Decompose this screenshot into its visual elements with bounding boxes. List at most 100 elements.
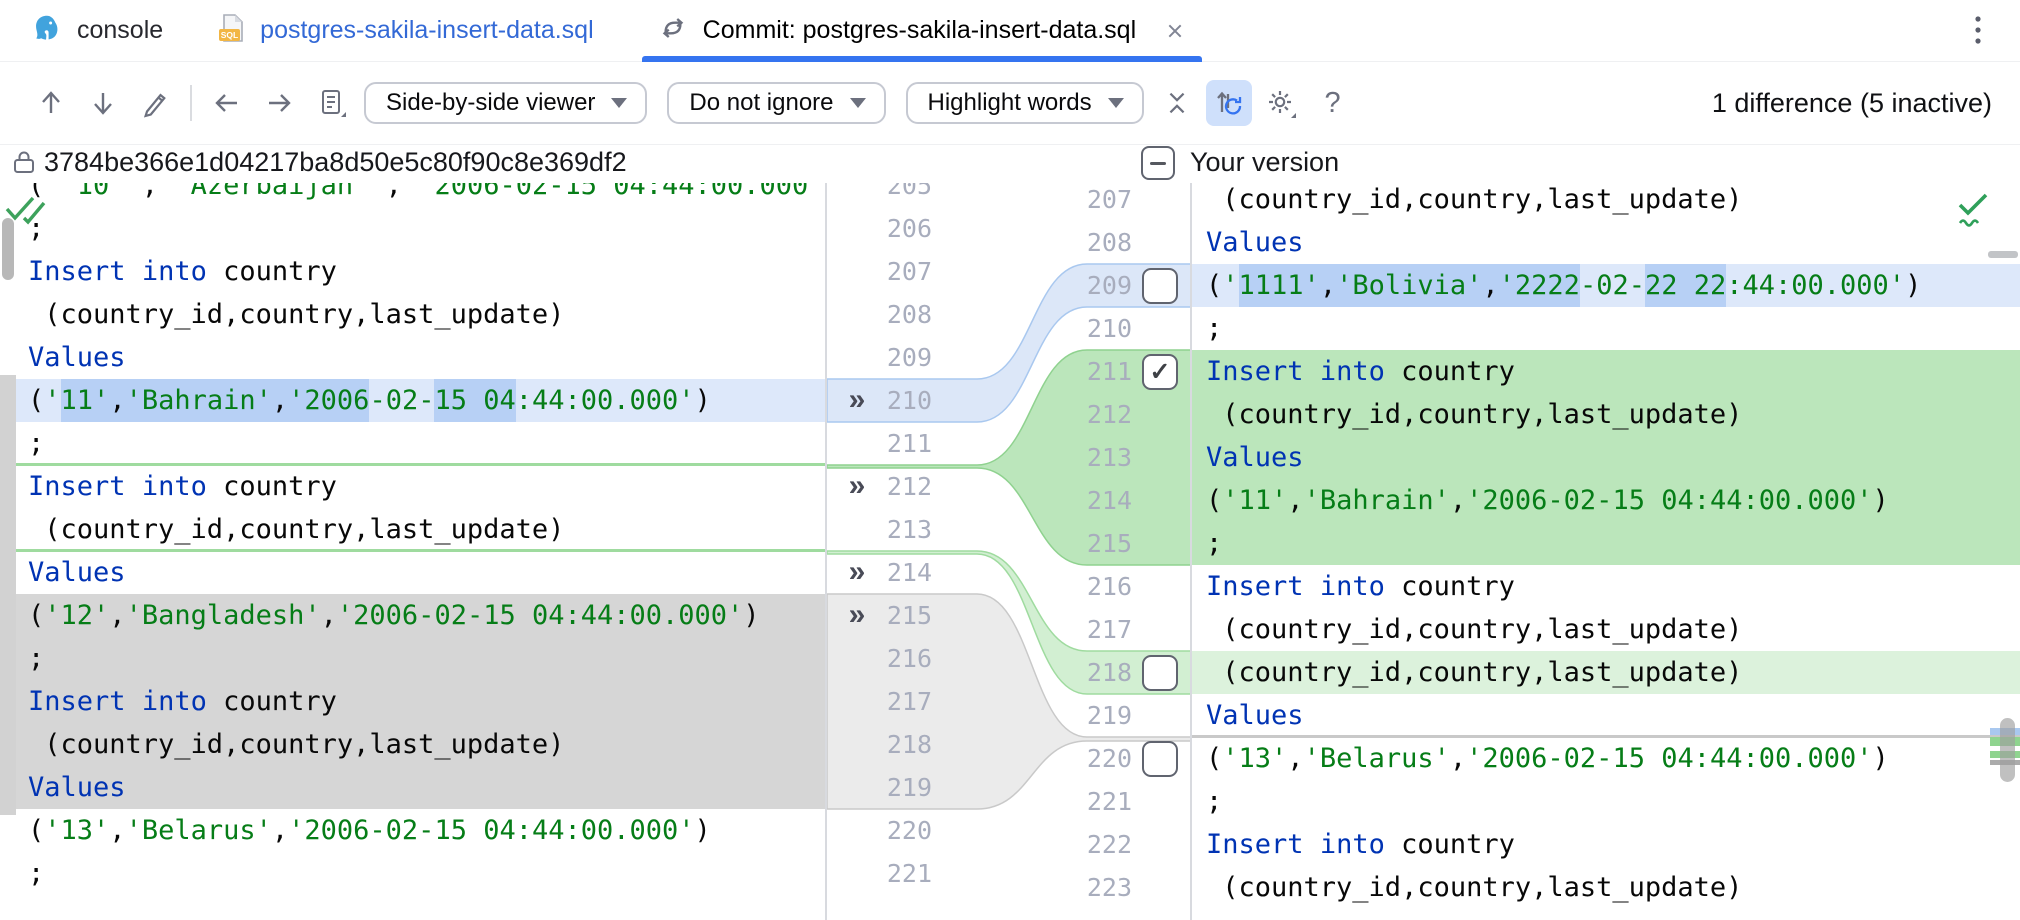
line-number: 209	[1086, 271, 1132, 300]
toolbar-divider	[190, 85, 192, 121]
edit-icon[interactable]	[132, 80, 178, 126]
line-number: 221	[1086, 787, 1132, 816]
kebab-menu-icon[interactable]	[1970, 13, 1986, 54]
diff-row-highlight	[0, 680, 825, 723]
whitespace-policy-value: Do not ignore	[689, 89, 834, 116]
sql-file-icon: SQL	[215, 12, 247, 49]
inactive-change-band	[827, 593, 1190, 810]
code-line: Insert into country	[28, 256, 337, 287]
line-number: 210	[1086, 314, 1132, 343]
diff-row-highlight	[0, 637, 825, 680]
line-number: 206	[886, 214, 932, 243]
code-line: (country_id,country,last_update)	[28, 299, 565, 330]
diff-row-highlight	[1192, 350, 2020, 393]
line-number: 213	[1086, 443, 1132, 472]
line-number: 218	[1086, 658, 1132, 687]
left-scrollbar-thumb[interactable]	[2, 218, 14, 280]
inspections-ok-icon[interactable]	[1952, 191, 1992, 236]
code-line: ('1111','Bolivia','2222-02-22 22:44:00.0…	[1192, 264, 2020, 307]
diff-toolbar: Side-by-side viewer Do not ignore Highli…	[0, 62, 2020, 145]
code-line: ('13','Belarus','2006-02-15 04:44:00.000…	[1206, 743, 1889, 774]
code-line: Values	[28, 342, 126, 373]
line-number: 216	[1086, 572, 1132, 601]
close-icon[interactable]	[1162, 18, 1188, 44]
line-number: 220	[1086, 744, 1132, 773]
diff-row-highlight	[1192, 651, 2020, 694]
tab-commit-label: Commit: postgres-sakila-insert-data.sql	[702, 16, 1137, 44]
right-editor-pane[interactable]: (country_id,country,last_update) Values ('…	[1192, 183, 2020, 920]
line-number: 217	[1086, 615, 1132, 644]
change-chevron-icon: »	[848, 598, 866, 631]
change-connector-bands	[827, 263, 1190, 810]
diff-row-highlight	[1192, 522, 2020, 565]
tab-file[interactable]: SQL postgres-sakila-insert-data.sql	[215, 0, 594, 62]
changed-band	[827, 263, 1190, 423]
tab-commit-active[interactable]: Commit: postgres-sakila-insert-data.sql	[641, 0, 1203, 62]
lock-icon	[12, 149, 36, 180]
line-number: 216	[886, 644, 932, 673]
code-line: (country_id,country,last_update)	[1206, 399, 1743, 430]
line-number: 217	[886, 687, 932, 716]
highlight-mode-dropdown[interactable]: Highlight words	[905, 82, 1144, 124]
forward-button[interactable]	[256, 80, 302, 126]
line-number: 219	[886, 773, 932, 802]
postgres-icon	[30, 11, 64, 50]
collapse-unchanged-button[interactable]	[1154, 80, 1200, 126]
code-line: (country_id,country,last_update)	[1206, 614, 1743, 645]
sync-scroll-button[interactable]	[1205, 80, 1252, 126]
code-line: Insert into country	[28, 471, 337, 502]
code-line: ('11','Bahrain','2006-02-15 04:44:00.000…	[1206, 485, 1889, 516]
revision-hash: 3784be366e1d04217ba8d50e5c80f90c8e369df2	[44, 147, 627, 177]
diff-row-highlight	[1192, 479, 2020, 522]
inserted-band	[827, 349, 1190, 566]
code-line: ('13','Belarus','2006-02-15 04:44:00.000…	[28, 815, 711, 846]
include-change-checkbox[interactable]	[1142, 655, 1178, 691]
chevron-down-icon	[1107, 98, 1124, 108]
include-change-checkbox[interactable]	[1142, 268, 1178, 304]
tab-bar: console SQL postgres-sakila-insert-data.…	[0, 0, 2020, 62]
line-number: 221	[886, 859, 932, 888]
line-number: 219	[1086, 701, 1132, 730]
inserted-band-small	[827, 550, 1190, 695]
accepted-icon	[4, 188, 48, 233]
chevron-down-icon	[849, 98, 866, 108]
whitespace-policy-dropdown[interactable]: Do not ignore	[667, 82, 886, 124]
code-line: Insert into country	[1206, 571, 1515, 602]
right-scrollbar-thumb[interactable]	[2000, 718, 2015, 782]
include-change-checkbox[interactable]: ✓	[1142, 354, 1178, 390]
diff-row-highlight	[0, 594, 825, 637]
back-button[interactable]	[204, 80, 250, 126]
line-number: 223	[1086, 873, 1132, 902]
line-number: 212	[1086, 400, 1132, 429]
diff-icon	[656, 11, 690, 50]
line-number: 218	[886, 730, 932, 759]
viewer-mode-dropdown[interactable]: Side-by-side viewer	[364, 82, 648, 124]
line-number: 215	[1086, 529, 1132, 558]
line-number: 205	[886, 183, 932, 200]
line-number: 210	[886, 386, 932, 415]
active-tab-underline	[641, 55, 1203, 62]
code-line: ('12','Bangladesh','2006-02-15 04:44:00.…	[28, 600, 760, 631]
next-change-button[interactable]	[80, 80, 126, 126]
settings-icon[interactable]	[1258, 80, 1304, 126]
line-number: 211	[1086, 357, 1132, 386]
code-line: (country_id,country,last_update)	[1206, 872, 1743, 903]
diff-editor: ( '10' , 'Azerbaijan' , '2006-02-15 04:4…	[0, 183, 2020, 920]
tab-console[interactable]: console	[30, 0, 163, 62]
line-number: 208	[1086, 228, 1132, 257]
code-line: ( '10' , 'Azerbaijan' , '2006-02-15 04:4…	[28, 183, 825, 201]
code-line: (country_id,country,last_update)	[1206, 184, 1743, 215]
include-change-checkbox[interactable]	[1142, 741, 1178, 777]
left-editor-pane[interactable]: ( '10' , 'Azerbaijan' , '2006-02-15 04:4…	[0, 183, 825, 920]
line-number: 222	[1086, 830, 1132, 859]
code-line: Values	[1206, 227, 1304, 258]
changelist-icon[interactable]	[308, 80, 354, 126]
code-line: ;	[1206, 528, 1223, 559]
previous-change-button[interactable]	[28, 80, 74, 126]
code-line: (country_id,country,last_update)	[28, 514, 565, 545]
collapse-box-icon[interactable]	[1141, 146, 1175, 180]
line-number: 214	[1086, 486, 1132, 515]
diff-row-highlight	[1192, 436, 2020, 479]
help-button[interactable]: ?	[1324, 86, 1341, 119]
